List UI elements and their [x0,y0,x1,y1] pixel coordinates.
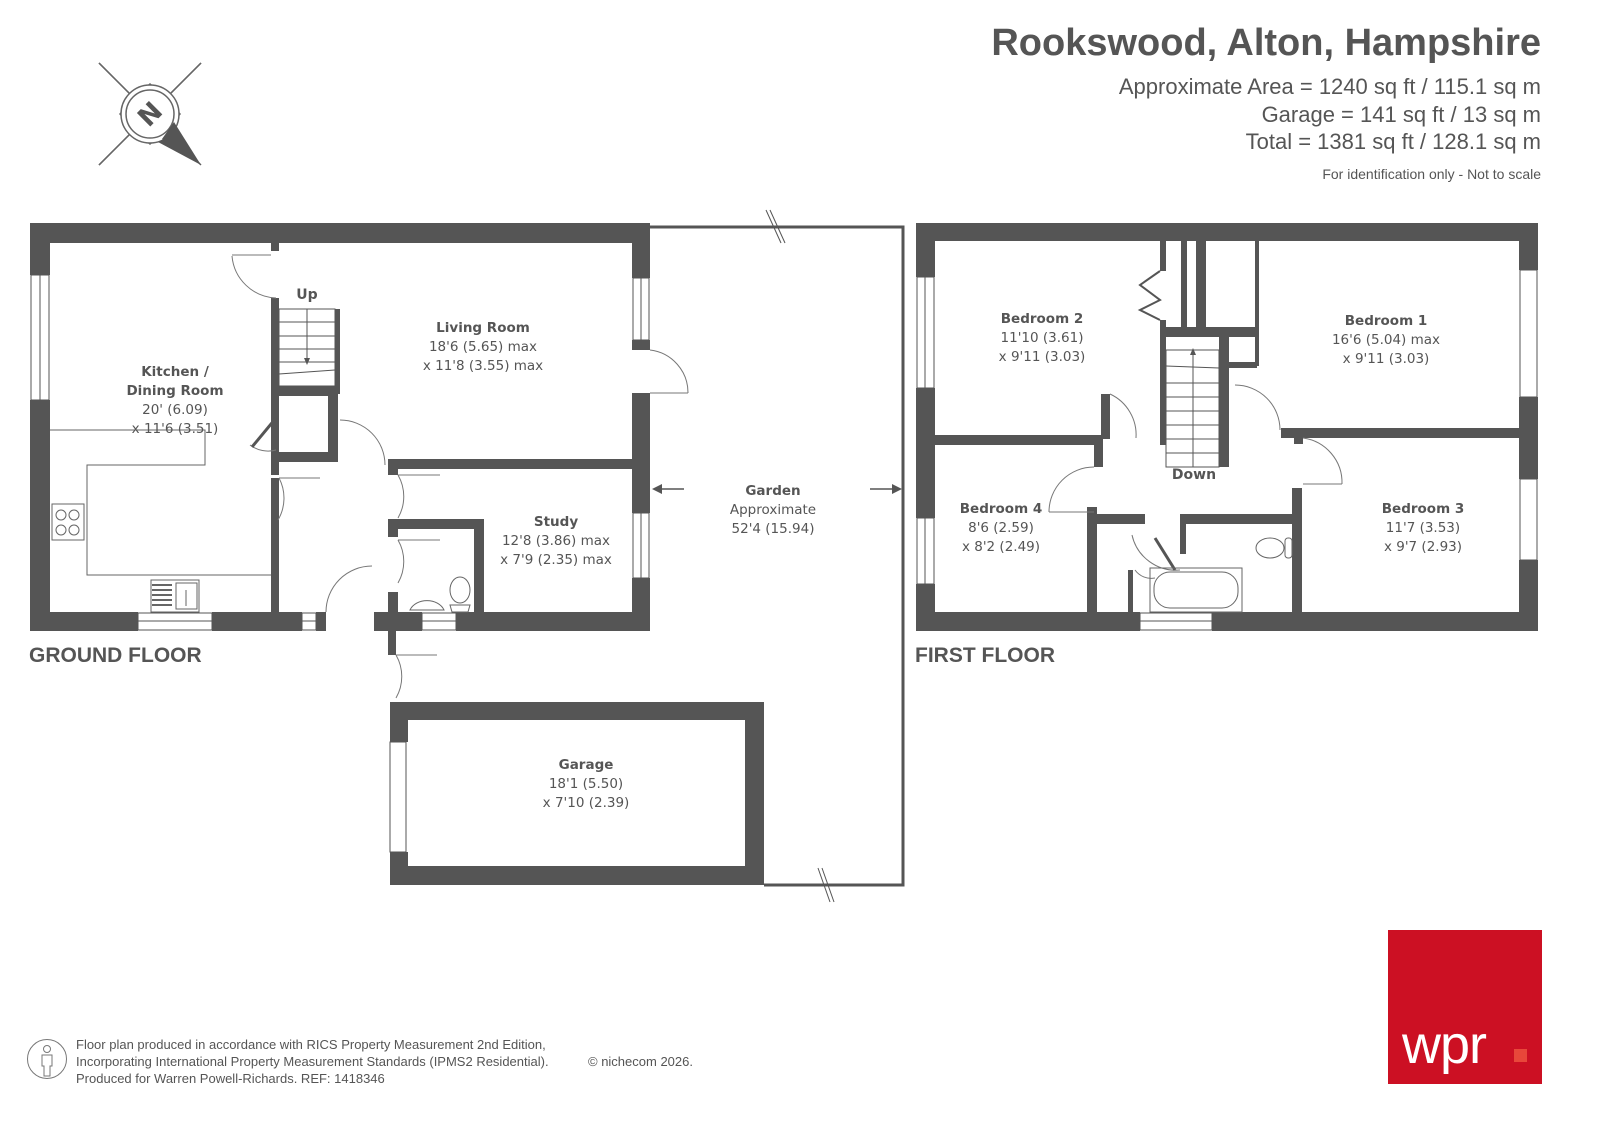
logo-dot-icon [1514,1049,1527,1062]
ground-floor-label: GROUND FLOOR [29,644,202,667]
room-bedroom-3: Bedroom 3 11'7 (3.53) x 9'7 (2.93) [1381,501,1465,555]
room-living-room: Living Room 18'6 (5.65) max x 11'8 (3.55… [422,320,544,374]
approximate-area: Approximate Area = 1240 sq ft / 115.1 sq… [1118,74,1541,99]
first-floor-label: FIRST FLOOR [915,644,1055,667]
footer-notes: Floor plan produced in accordance with R… [76,1037,693,1086]
logo-text: wpr [1402,1015,1487,1075]
room-study: Study 12'8 (3.86) max x 7'9 (2.35) max [500,514,612,568]
stairs-up-label: Up [296,287,318,303]
room-bedroom-4: Bedroom 4 8'6 (2.59) x 8'2 (2.49) [959,501,1043,555]
room-garage: Garage 18'1 (5.50) x 7'10 (2.39) [542,757,630,811]
north-compass-icon: N [98,62,202,166]
total-area: Total = 1381 sq ft / 128.1 sq m [1245,129,1541,154]
room-kitchen-dining: Kitchen / Dining Room 20' (6.09) x 11'6 … [126,364,224,437]
wpr-logo: wpr [1388,930,1542,1084]
person-icon [27,1039,67,1079]
room-bedroom-1: Bedroom 1 16'6 (5.04) max x 9'11 (3.03) [1331,313,1441,367]
room-bedroom-2: Bedroom 2 11'10 (3.61) x 9'11 (3.03) [998,311,1086,365]
room-garden: Garden Approximate 52'4 (15.94) [729,483,817,537]
disclaimer: For identification only - Not to scale [1322,166,1541,182]
stairs-down-label: Down [1171,467,1217,483]
garage-area: Garage = 141 sq ft / 13 sq m [1261,102,1541,127]
property-title: Rookswood, Alton, Hampshire [991,22,1541,64]
copyright: © nichecom 2026. [588,1054,693,1069]
